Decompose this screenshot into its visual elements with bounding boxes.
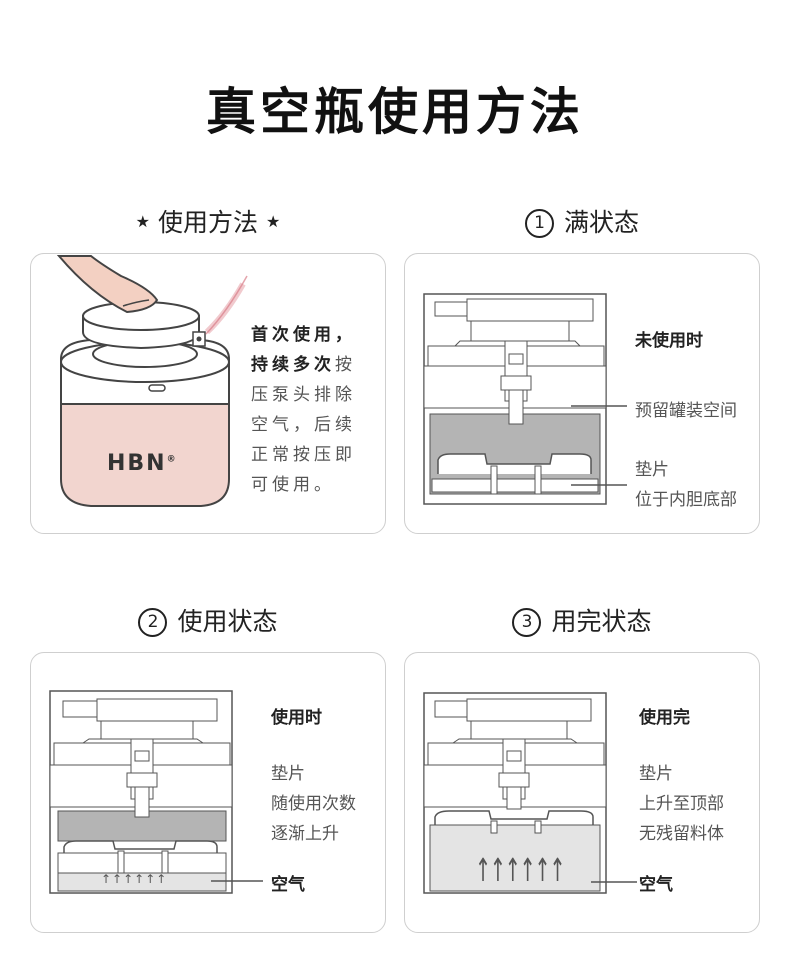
label-pad: 垫片: [635, 460, 669, 480]
label-pad-rises: 随使用次数: [271, 794, 356, 814]
section-title-empty: 3 用完状态: [404, 602, 760, 638]
usage-instructions-rest: 按压泵头排除空气，后续正常按压即可使用。: [251, 355, 356, 495]
step-number-badge: 3: [512, 608, 542, 637]
empty-state-card: ↑↑↑↑↑↑ 使用完 垫片 上升至顶部 无残留料体 空气: [404, 652, 760, 933]
label-air: 空气: [639, 875, 673, 895]
step-number-badge: 1: [524, 209, 554, 238]
section-title-in-use: 2 使用状态: [30, 602, 386, 638]
full-state-card: 未使用时 预留罐装空间 垫片 位于内胆底部: [404, 253, 760, 534]
in-use-state-diagram: [49, 690, 263, 894]
empty-state-diagram: [423, 692, 637, 894]
in-use-state-card: ↑↑↑↑↑↑ 使用时 垫片 随使用次数 逐渐上升 空气: [30, 652, 386, 933]
label-pad-gradually: 逐渐上升: [271, 824, 339, 844]
in-use-heading: 使用时: [271, 708, 322, 728]
section-title-full: 1 满状态: [404, 203, 760, 239]
air-arrows: ↑↑↑↑↑↑: [475, 851, 566, 889]
jar-illustration: [56, 255, 248, 507]
star-icon: ★: [266, 212, 281, 231]
label-pad: 垫片: [271, 764, 305, 784]
label-no-residue: 无残留料体: [639, 824, 724, 844]
label-air: 空气: [271, 875, 305, 895]
star-icon: ★: [135, 212, 150, 231]
usage-instructions: 首次使用，持续多次按压泵头排除空气，后续正常按压即可使用。: [251, 320, 371, 500]
label-pad-position: 位于内胆底部: [635, 490, 737, 510]
section-title-empty-text: 用完状态: [551, 607, 652, 636]
section-title-in-use-text: 使用状态: [177, 607, 278, 636]
section-title-usage-text: 使用方法: [157, 208, 258, 237]
section-title-usage: ★ 使用方法 ★: [30, 203, 386, 239]
full-state-diagram: [423, 293, 627, 505]
brand-logo: HBN®: [107, 451, 178, 476]
step-number-badge: 2: [138, 608, 168, 637]
air-arrows: ↑↑↑↑↑↑: [101, 872, 168, 886]
empty-heading: 使用完: [639, 708, 690, 728]
label-pad-top: 上升至顶部: [639, 794, 724, 814]
label-pad: 垫片: [639, 764, 673, 784]
full-state-heading: 未使用时: [635, 331, 703, 351]
page-title: 真空瓶使用方法: [206, 83, 584, 141]
usage-card: HBN® 首次使用，持续多次按压泵头排除空气，后续正常按压即可使用。: [30, 253, 386, 534]
section-title-full-text: 满状态: [563, 208, 639, 237]
label-reserved-space: 预留罐装空间: [635, 401, 737, 421]
usage-instructions-bold: 首次使用，持续多次: [251, 325, 356, 375]
